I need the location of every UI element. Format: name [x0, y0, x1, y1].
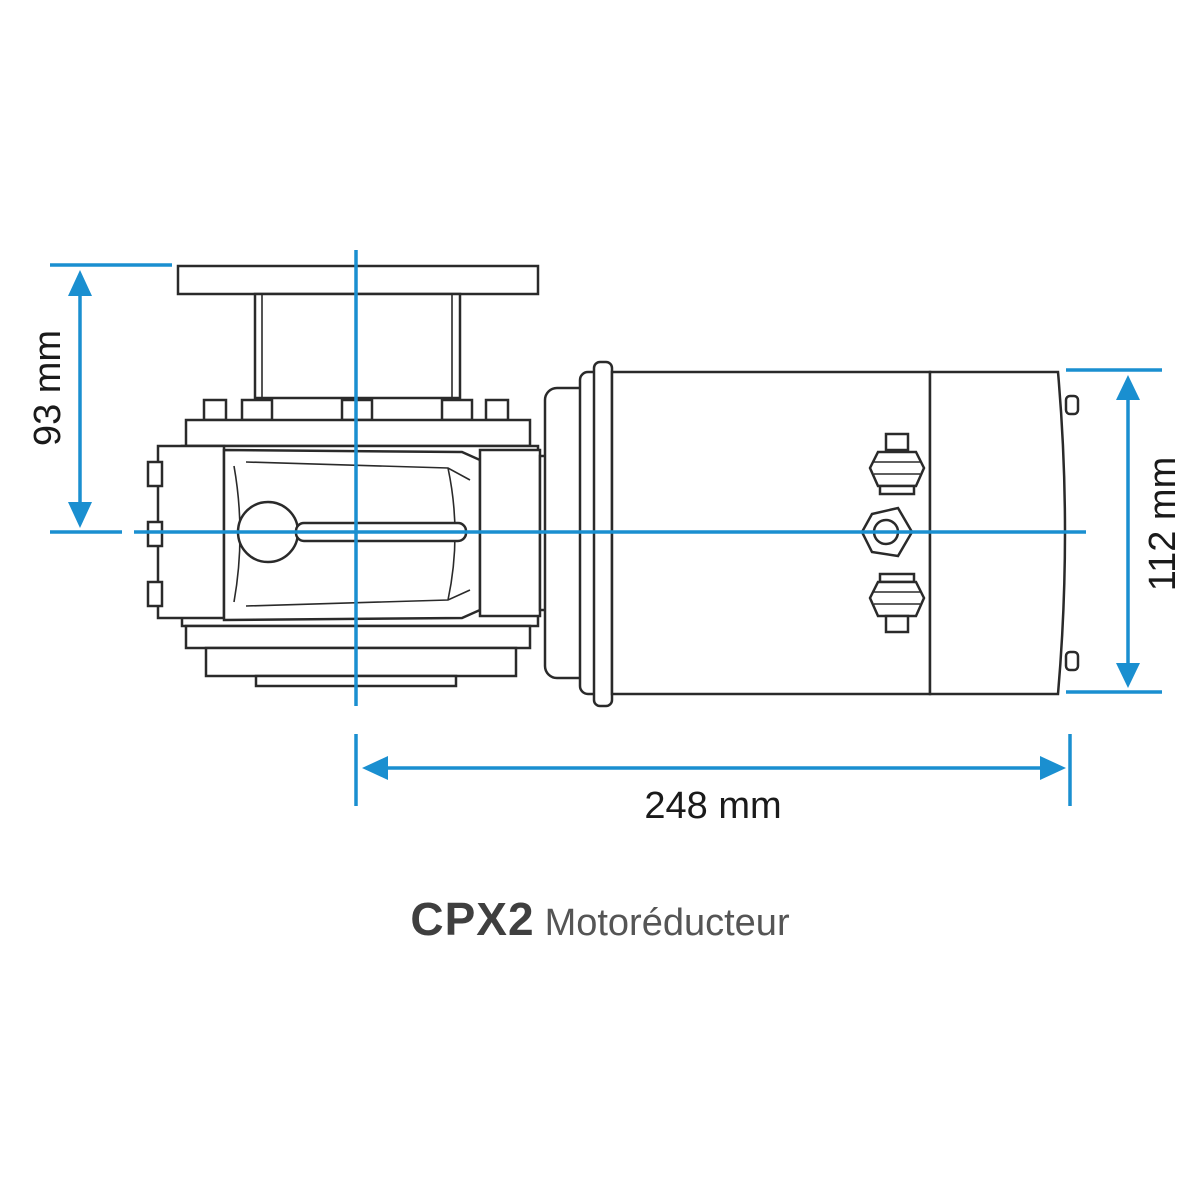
terminal-top [868, 432, 926, 496]
gearbox-body [146, 418, 552, 688]
motor-terminals [860, 432, 926, 634]
dimension-label-248: 248 mm [644, 785, 781, 827]
gearbox-flange [176, 264, 540, 400]
model-name: CPX2 [410, 893, 535, 945]
dimension-label-112: 112 mm [1142, 457, 1184, 591]
electric-motor [543, 360, 1080, 708]
terminal-bottom [868, 572, 926, 634]
dimension-93mm [50, 263, 172, 534]
centerlines [134, 250, 1086, 706]
dimension-248mm [354, 734, 1072, 806]
dimension-label-93: 93 mm [27, 330, 69, 446]
product-description: Motoréducteur [544, 902, 790, 944]
dimension-112mm [1066, 368, 1162, 694]
